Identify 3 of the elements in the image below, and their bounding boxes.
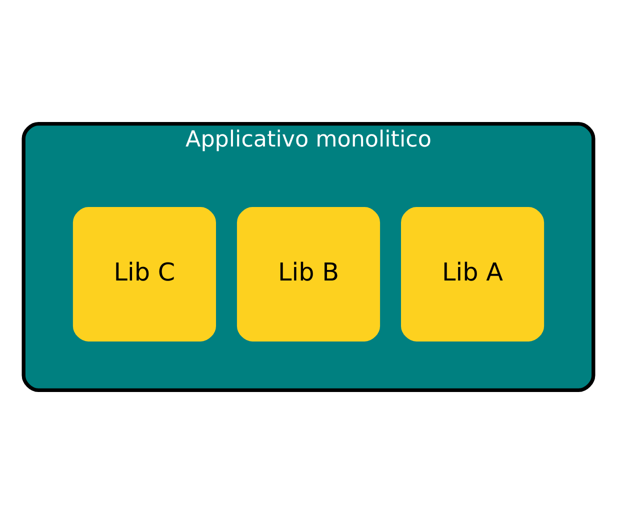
node-box: Lib C [72, 207, 216, 342]
node-box: Lib B [236, 207, 380, 342]
node-box: Lib A [401, 207, 544, 342]
